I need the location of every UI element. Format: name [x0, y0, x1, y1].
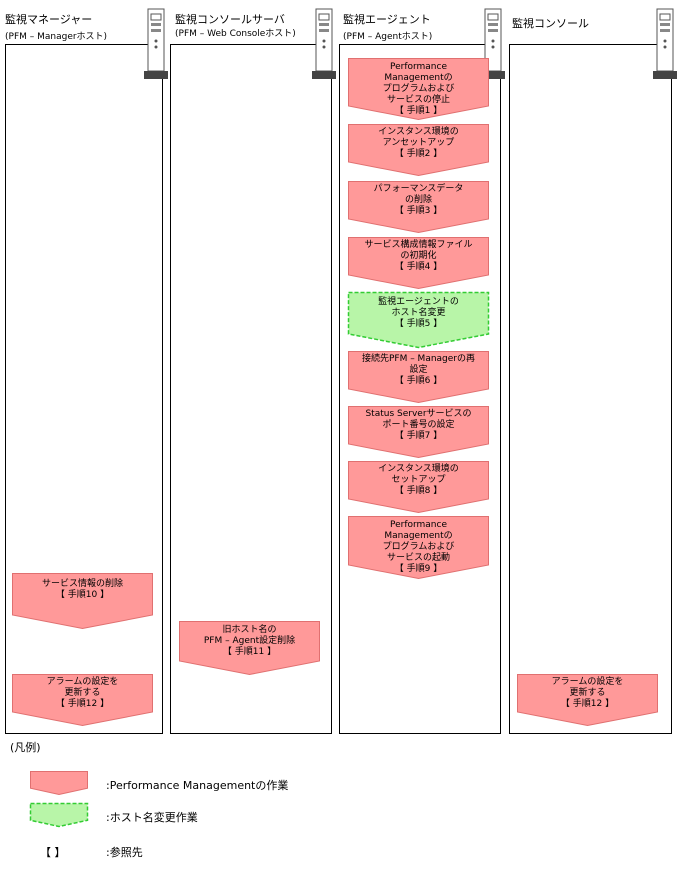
step-shape: パフォーマンスデータ の削除 【 手順3 】 [348, 181, 489, 234]
step-outline [348, 461, 489, 514]
step-shape: アラームの設定を 更新する 【 手順12 】 [517, 674, 658, 727]
legend-host-shape [29, 802, 89, 828]
legend-host-label: :ホスト名変更作業 [106, 811, 198, 824]
step-outline [30, 771, 88, 796]
host-change-shape [347, 291, 490, 349]
pfm-work-shape [348, 181, 489, 234]
legend-bracket-symbol: 【 】 [40, 846, 66, 859]
pfm-work-shape [30, 771, 88, 796]
column-title-console: 監視コンソール [512, 17, 589, 30]
step-shape: 接続先PFM – Managerの再 設定 【 手順6 】 [348, 351, 489, 404]
pfm-work-shape [348, 351, 489, 404]
legend-reference-label: :参照先 [106, 846, 143, 859]
server-icon [652, 8, 678, 80]
step-shape: サービス構成情報ファイル の初期化 【 手順4 】 [348, 237, 489, 290]
step-label: アラームの設定を 更新する 【 手順12 】 [551, 677, 624, 709]
step-shape: 監視エージェントの ホスト名変更 【 手順5 】 [347, 291, 490, 349]
legend-pfm-shape [30, 771, 88, 796]
step-shape: Performance Managementの プログラムおよび サービスの停止… [348, 58, 489, 121]
step-outline [347, 291, 490, 349]
step-shape: インスタンス環境の アンセットアップ 【 手順2 】 [348, 124, 489, 177]
step-label: 監視エージェントの ホスト名変更 【 手順5 】 [378, 297, 459, 329]
step-outline [348, 516, 489, 580]
lane-console [509, 44, 672, 734]
step-shape: アラームの設定を 更新する 【 手順12 】 [12, 674, 153, 727]
step-label: Performance Managementの プログラムおよび サービスの停止… [382, 62, 455, 116]
server-icon [311, 8, 337, 80]
pfm-work-shape [12, 573, 153, 630]
pfm-work-shape [12, 674, 153, 727]
lane-manager [5, 44, 163, 734]
step-shape: Status Serverサービスの ポート番号の設定 【 手順7 】 [348, 406, 489, 459]
pfm-work-shape [348, 237, 489, 290]
legend-title: (凡例) [10, 741, 41, 754]
server-icon [480, 8, 506, 80]
pfm-work-shape [348, 461, 489, 514]
column-title-agent: 監視エージェント [343, 13, 431, 26]
step-outline [348, 58, 489, 121]
column-subtitle-manager: (PFM – Managerホスト) [5, 32, 108, 42]
step-label: アラームの設定を 更新する 【 手順12 】 [46, 677, 119, 709]
step-label: サービス情報の削除 【 手順10 】 [41, 579, 123, 600]
host-change-shape [29, 802, 89, 828]
step-outline [29, 802, 89, 828]
lane-webconsole [170, 44, 332, 734]
pfm-work-shape [348, 406, 489, 459]
step-label: 旧ホスト名の PFM – Agent設定削除 【 手順11 】 [203, 625, 296, 657]
column-title-webconsole: 監視コンソールサーバ [175, 13, 285, 26]
column-subtitle-webconsole: (PFM – Web Consoleホスト) [175, 29, 296, 39]
step-outline [179, 621, 320, 676]
column-subtitle-agent: (PFM – Agentホスト) [343, 32, 433, 42]
pfm-work-shape [517, 674, 658, 727]
step-outline [12, 674, 153, 727]
step-label: パフォーマンスデータ の削除 【 手順3 】 [373, 184, 464, 216]
legend-pfm-label: :Performance Managementの作業 [106, 779, 289, 792]
pfm-work-shape [179, 621, 320, 676]
step-label: インスタンス環境の アンセットアップ 【 手順2 】 [378, 127, 459, 159]
step-outline [348, 237, 489, 290]
step-label: Status Serverサービスの ポート番号の設定 【 手順7 】 [365, 409, 472, 441]
step-shape: インスタンス環境の セットアップ 【 手順8 】 [348, 461, 489, 514]
step-outline [348, 181, 489, 234]
step-outline [12, 573, 153, 630]
step-outline [348, 124, 489, 177]
step-shape: Performance Managementの プログラムおよび サービスの起動… [348, 516, 489, 580]
server-icon [143, 8, 169, 80]
step-outline [348, 351, 489, 404]
pfm-work-shape [348, 516, 489, 580]
step-shape: 旧ホスト名の PFM – Agent設定削除 【 手順11 】 [179, 621, 320, 676]
step-label: サービス構成情報ファイル の初期化 【 手順4 】 [364, 240, 473, 272]
step-outline [517, 674, 658, 727]
pfm-work-shape [348, 58, 489, 121]
step-label: インスタンス環境の セットアップ 【 手順8 】 [378, 464, 459, 496]
step-outline [348, 406, 489, 459]
pfm-work-shape [348, 124, 489, 177]
step-shape: サービス情報の削除 【 手順10 】 [12, 573, 153, 630]
step-label: Performance Managementの プログラムおよび サービスの起動… [382, 520, 455, 574]
step-label: 接続先PFM – Managerの再 設定 【 手順6 】 [361, 354, 476, 386]
column-title-manager: 監視マネージャー [5, 13, 93, 26]
